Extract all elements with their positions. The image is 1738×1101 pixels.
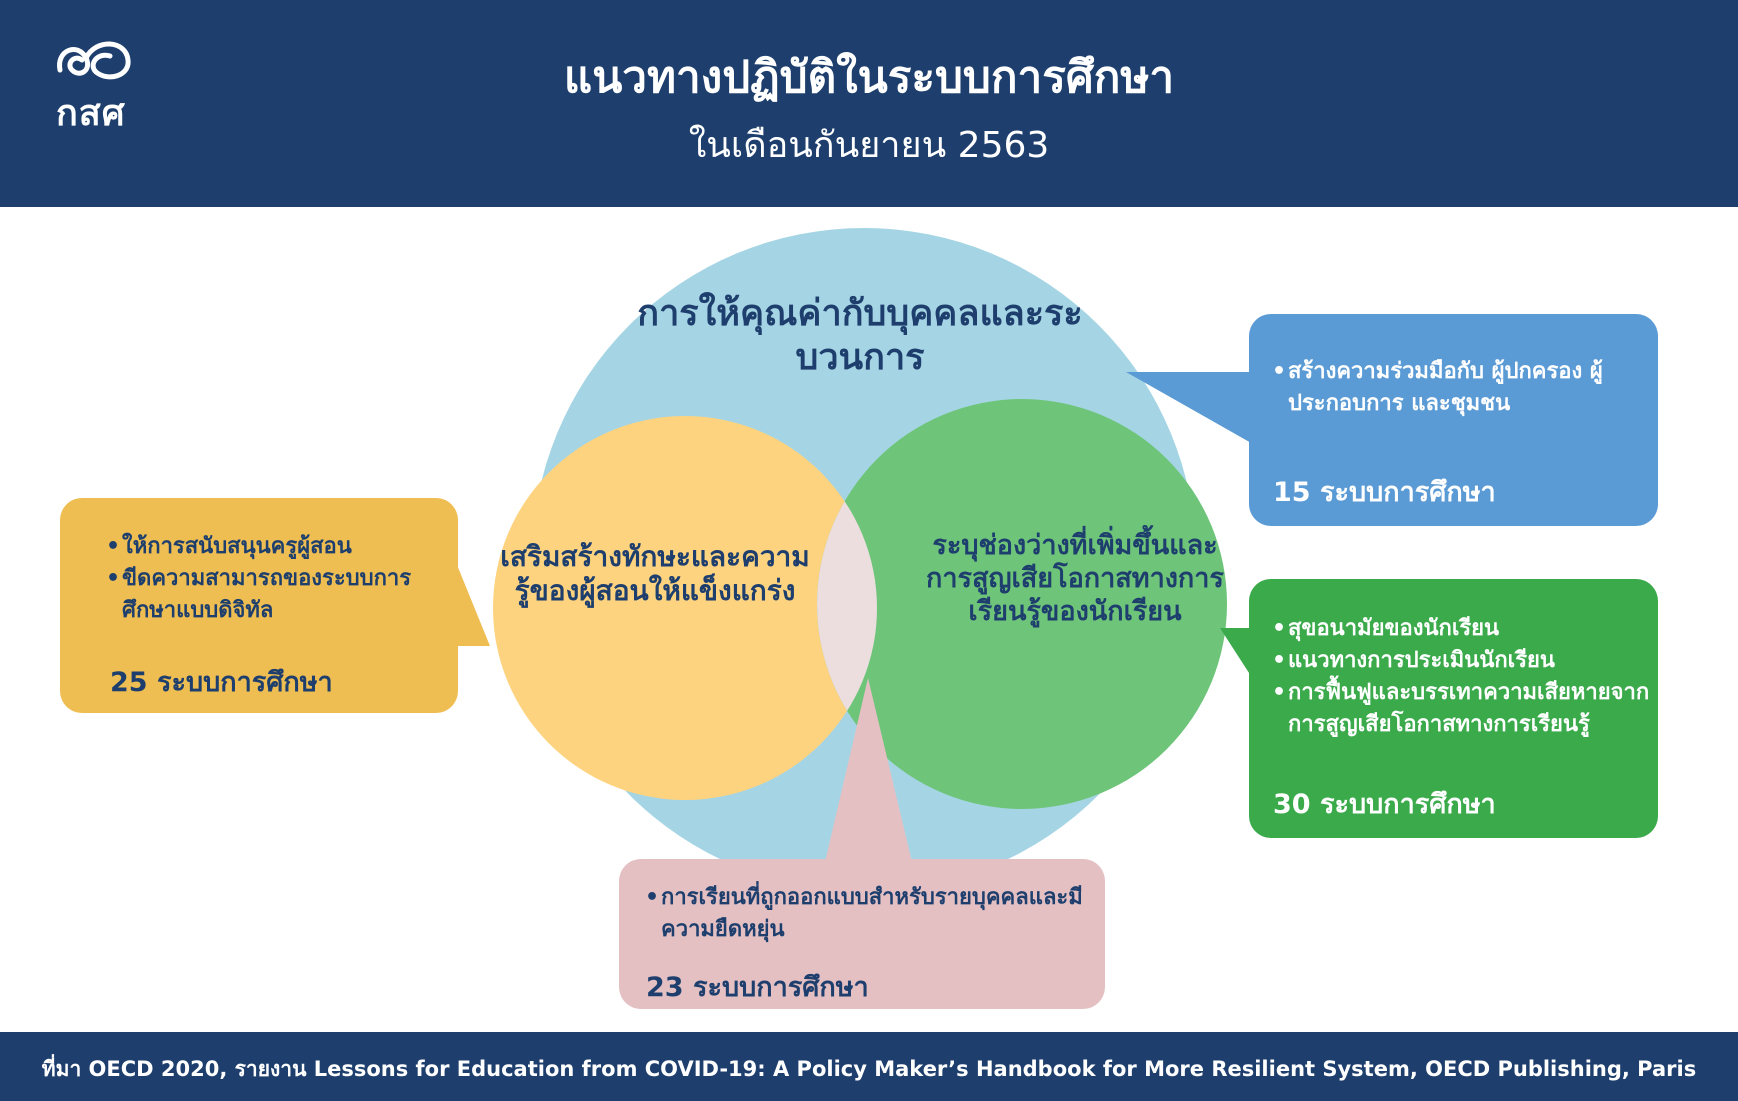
yellow-callout-count: 25 ระบบการศึกษา (110, 667, 333, 698)
list-item: สร้างความร่วมมือกับ ผู้ปกครอง ผู้ประกอบก… (1272, 356, 1642, 420)
pink-callout-count: 23 ระบบการศึกษา (646, 972, 869, 1003)
yellow-circle (493, 416, 877, 800)
pink-callout-pointer (825, 678, 912, 862)
green-circle-label: ระบุช่องว่างที่เพิ่มขึ้นและการสูญเสียโอก… (926, 530, 1224, 627)
list-item: การฟื้นฟูและบรรเทาความเสียหายจากการสูญเส… (1272, 677, 1652, 741)
logo-icon (57, 41, 131, 80)
page-title: แนวทางปฏิบัติในระบบการศึกษา (563, 52, 1175, 103)
blue-callout-pointer (1126, 372, 1260, 448)
header-banner: กสศ แนวทางปฏิบัติในระบบการศึกษา ในเดือนก… (0, 0, 1738, 207)
green-callout-items: สุขอนามัยของนักเรียน แนวทางการประเมินนัก… (1272, 613, 1652, 741)
list-item: ขีดความสามารถของระบบการศึกษาแบบดิจิทัล (106, 563, 446, 627)
logo-text: กสศ (56, 93, 126, 134)
yellow-circle-label: เสริมสร้างทักษะและความรู้ของผู้สอนให้แข็… (500, 540, 810, 608)
outer-circle-label: การให้คุณค่ากับบุคคลและระบวนการ (637, 293, 1083, 378)
list-item: แนวทางการประเมินนักเรียน (1272, 645, 1652, 677)
source-citation: ที่มา OECD 2020, รายงาน Lessons for Educ… (41, 1057, 1697, 1081)
green-callout-count: 30 ระบบการศึกษา (1273, 789, 1496, 820)
yellow-callout-pointer (455, 560, 490, 646)
blue-callout-count: 15 ระบบการศึกษา (1273, 477, 1496, 508)
list-item: ให้การสนับสนุนครูผู้สอน (106, 531, 446, 563)
yellow-callout-items: ให้การสนับสนุนครูผู้สอน ขีดความสามารถของ… (106, 531, 446, 627)
list-item: สุขอนามัยของนักเรียน (1272, 613, 1652, 645)
blue-callout-items: สร้างความร่วมมือกับ ผู้ปกครอง ผู้ประกอบก… (1272, 356, 1642, 420)
page-subtitle: ในเดือนกันยายน 2563 (688, 125, 1050, 166)
footer-banner: ที่มา OECD 2020, รายงาน Lessons for Educ… (0, 1032, 1738, 1101)
list-item: การเรียนที่ถูกออกแบบสำหรับรายบุคคลและมีค… (645, 882, 1085, 946)
pink-callout-items: การเรียนที่ถูกออกแบบสำหรับรายบุคคลและมีค… (645, 882, 1085, 946)
green-circle (817, 399, 1227, 809)
